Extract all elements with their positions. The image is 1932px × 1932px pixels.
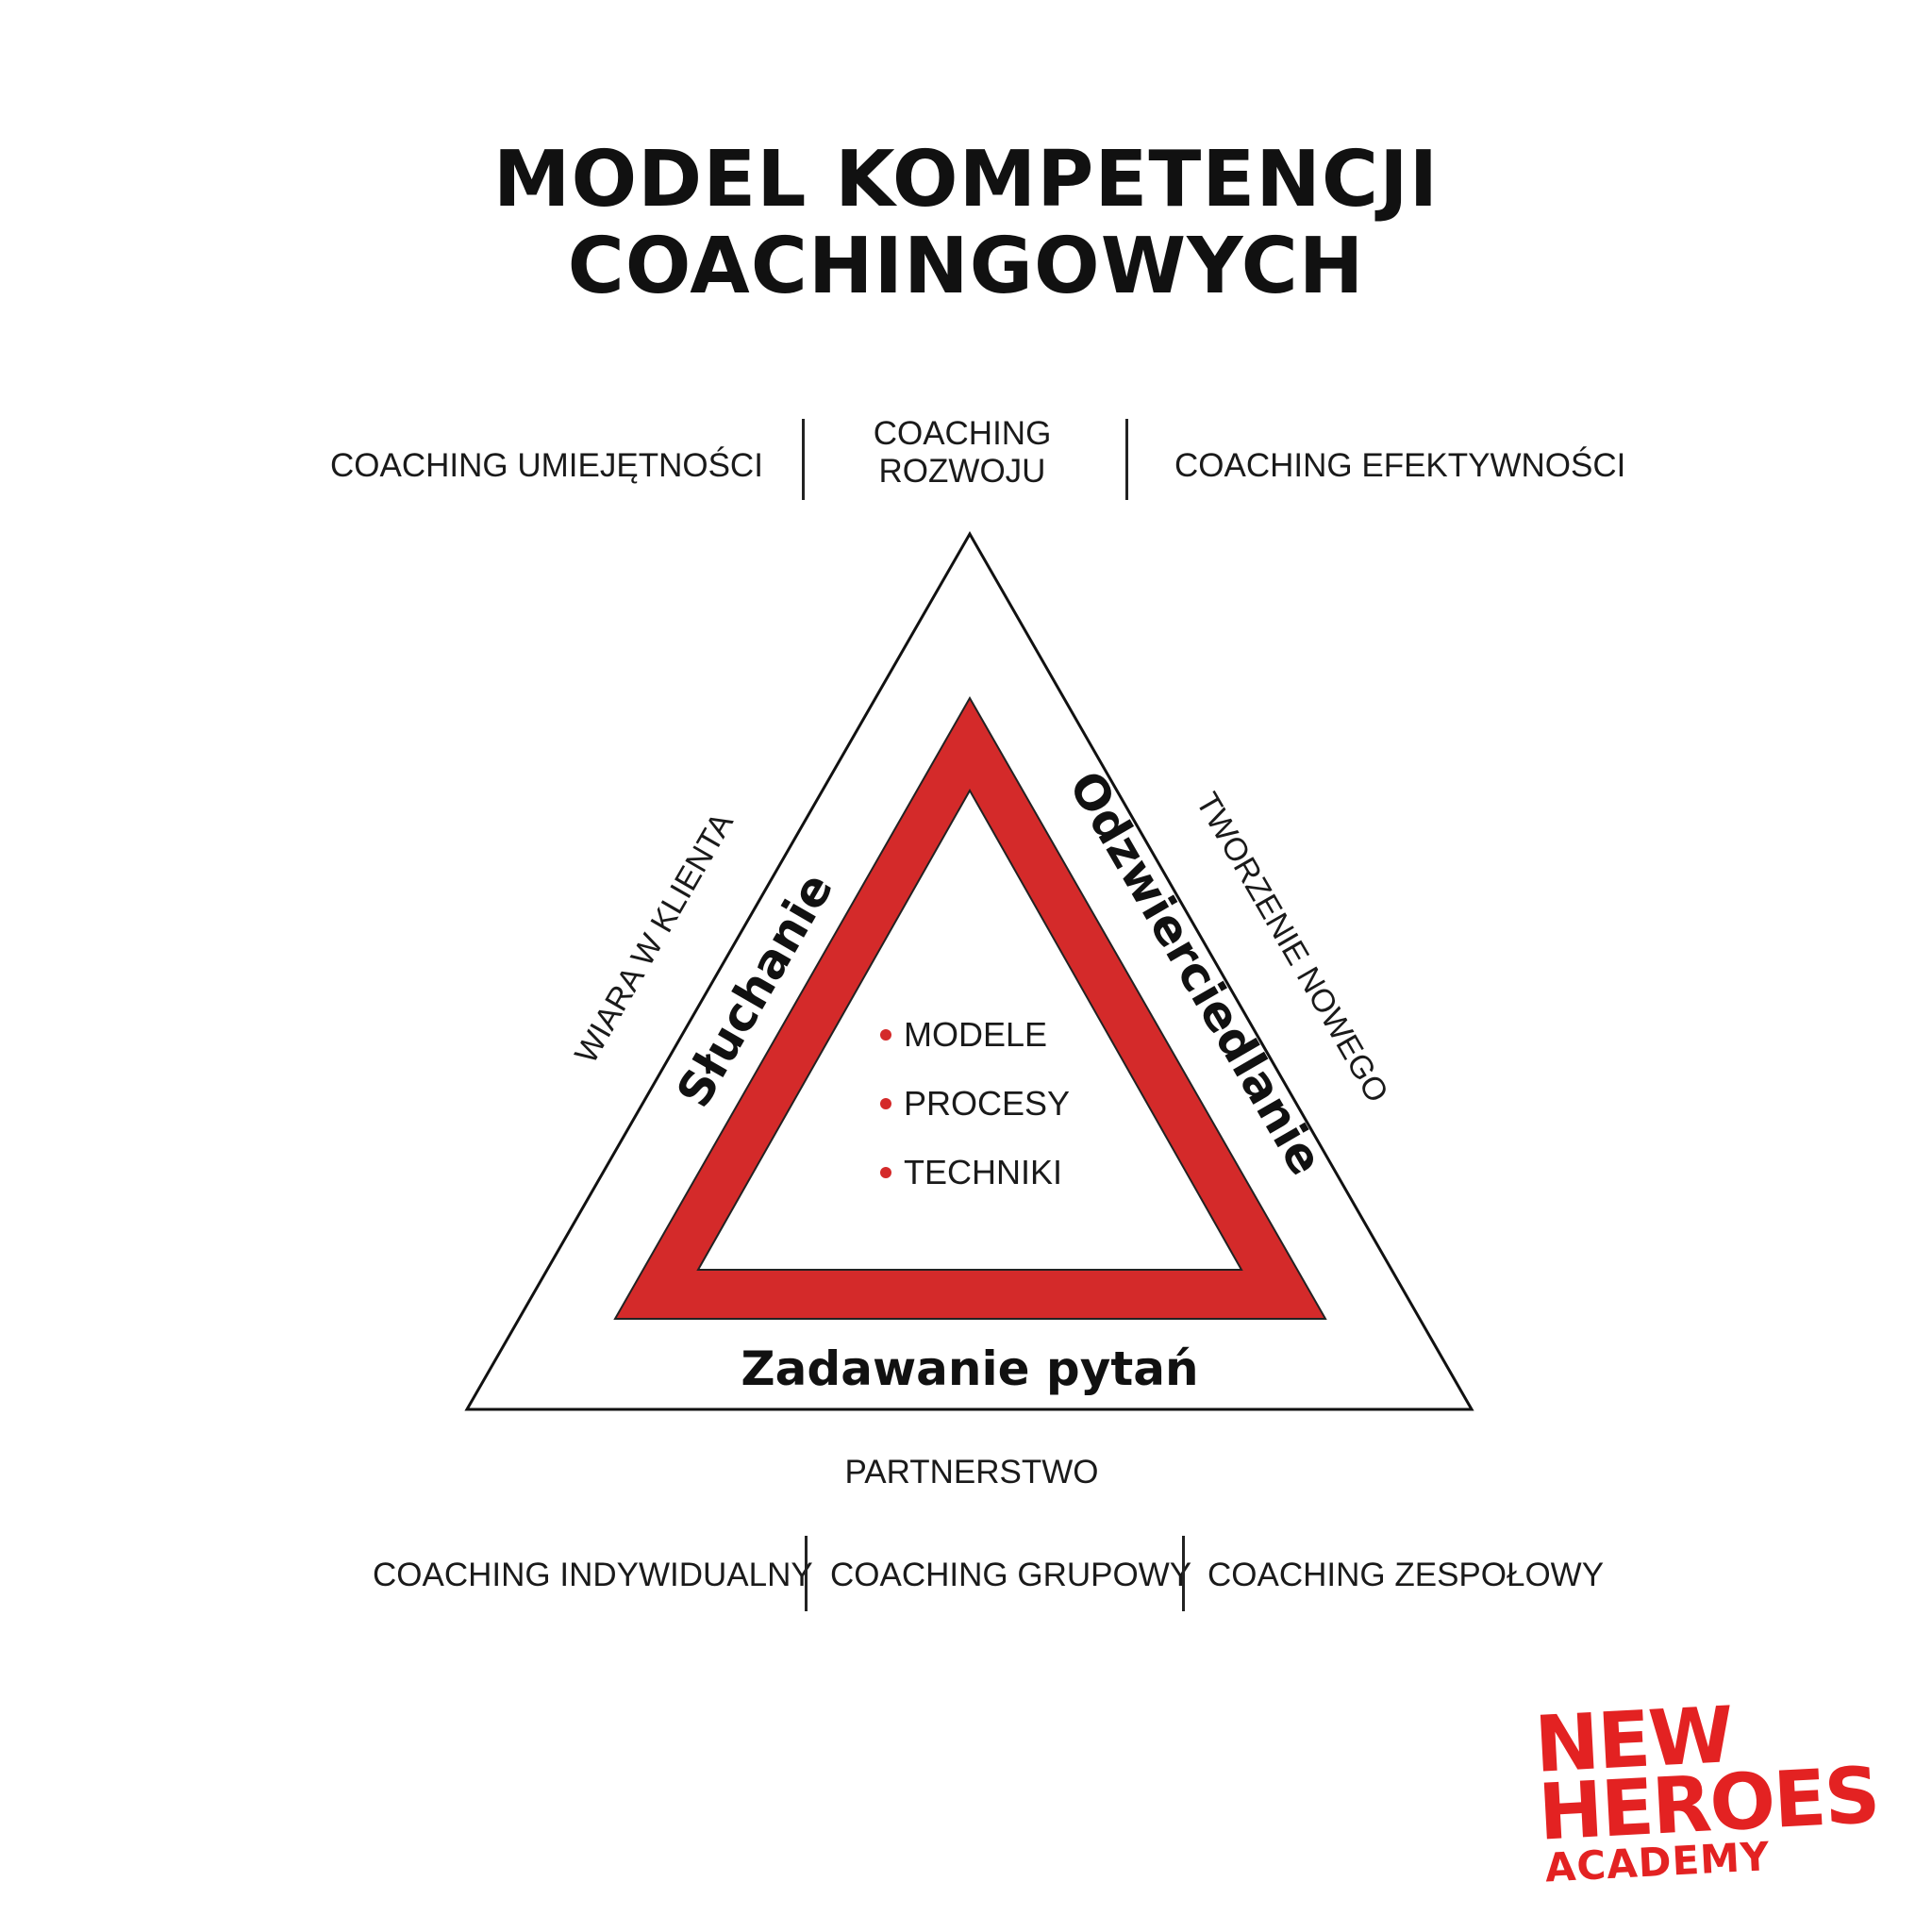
top-label-center: COACHING ROZWOJU	[830, 415, 1094, 491]
bottom-divider-left	[805, 1536, 808, 1611]
title-line-2: COACHINGOWYCH	[567, 222, 1365, 311]
center-list-item: TECHNIKI	[904, 1153, 1062, 1191]
top-label-center-line-2: ROZWOJU	[878, 453, 1046, 490]
center-list: MODELE PROCESY TECHNIKI	[880, 1015, 1070, 1191]
center-list-item: PROCESY	[904, 1084, 1070, 1123]
bullet-icon	[880, 1167, 891, 1178]
bottom-divider-right	[1182, 1536, 1185, 1611]
inner-red-triangle	[613, 695, 1327, 1320]
bullet-icon	[880, 1098, 891, 1109]
center-list-item: MODELE	[904, 1015, 1047, 1054]
page-title: MODEL KOMPETENCJI COACHINGOWYCH	[0, 137, 1932, 310]
top-label-center-line-1: COACHING	[873, 415, 1052, 452]
title-line-1: MODEL KOMPETENCJI	[492, 135, 1440, 225]
top-label-right: COACHING EFEKTYWNOŚCI	[1174, 447, 1626, 484]
bottom-label-center: COACHING GRUPOWY	[830, 1557, 1192, 1593]
bottom-label-left: COACHING INDYWIDUALNY	[373, 1557, 813, 1593]
top-label-left: COACHING UMIEJĘTNOŚCI	[330, 447, 763, 484]
brand-logo: NEW HEROES ACADEMY	[1533, 1688, 1920, 1896]
top-divider-left	[802, 419, 805, 500]
logo-line-3: ACADEMY	[1543, 1833, 1772, 1891]
bullet-icon	[880, 1029, 891, 1041]
outer-bottom-label: PARTNERSTWO	[845, 1454, 1099, 1491]
outer-triangle	[464, 530, 1474, 1411]
inner-bottom-label: Zadawanie pytań	[741, 1341, 1198, 1396]
top-divider-right	[1125, 419, 1128, 500]
bottom-label-right: COACHING ZESPOŁOWY	[1208, 1557, 1605, 1593]
